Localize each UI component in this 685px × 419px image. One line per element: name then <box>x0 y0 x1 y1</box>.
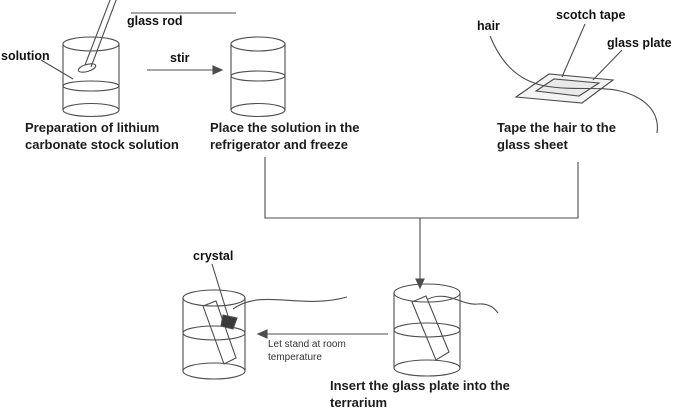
crystal-label: crystal <box>193 249 234 263</box>
glass-plate-assembly <box>489 23 658 134</box>
step4-caption: Insert the glass plate into the terrariu… <box>330 378 510 410</box>
hair-label: hair <box>477 19 500 33</box>
stir-arrow <box>147 65 224 75</box>
step2-caption: Place the solution in the refrigerator a… <box>210 120 360 152</box>
stir-label: stir <box>170 51 190 65</box>
crystal-shape <box>220 314 238 330</box>
glass-rod-label: glass rod <box>127 14 183 28</box>
hair-curve <box>489 35 658 134</box>
glass-plate-label: glass plate <box>607 36 672 50</box>
beaker-stock-solution <box>62 36 120 118</box>
scotch-tape-pointer-line <box>561 23 586 78</box>
crystal-pointer-line <box>211 263 229 317</box>
terrarium-with-plate <box>393 283 499 377</box>
glass-rod-shape <box>77 0 236 73</box>
flow-connector <box>264 157 579 290</box>
glass-plate-pointer-line <box>592 49 623 81</box>
let-stand-note: Let stand at room temperature <box>268 339 346 363</box>
scotch-tape-label: scotch tape <box>556 8 626 22</box>
beaker-refrigerator <box>230 36 286 118</box>
step3-caption: Tape the hair to the glass sheet <box>497 120 616 152</box>
step1-caption: Preparation of lithium carbonate stock s… <box>25 120 179 152</box>
solution-label: solution <box>1 49 50 63</box>
let-stand-arrow <box>256 329 388 339</box>
hair-curve-bottom <box>232 296 348 310</box>
solution-pointer-line <box>40 59 74 80</box>
terrarium-with-crystal <box>182 263 348 380</box>
